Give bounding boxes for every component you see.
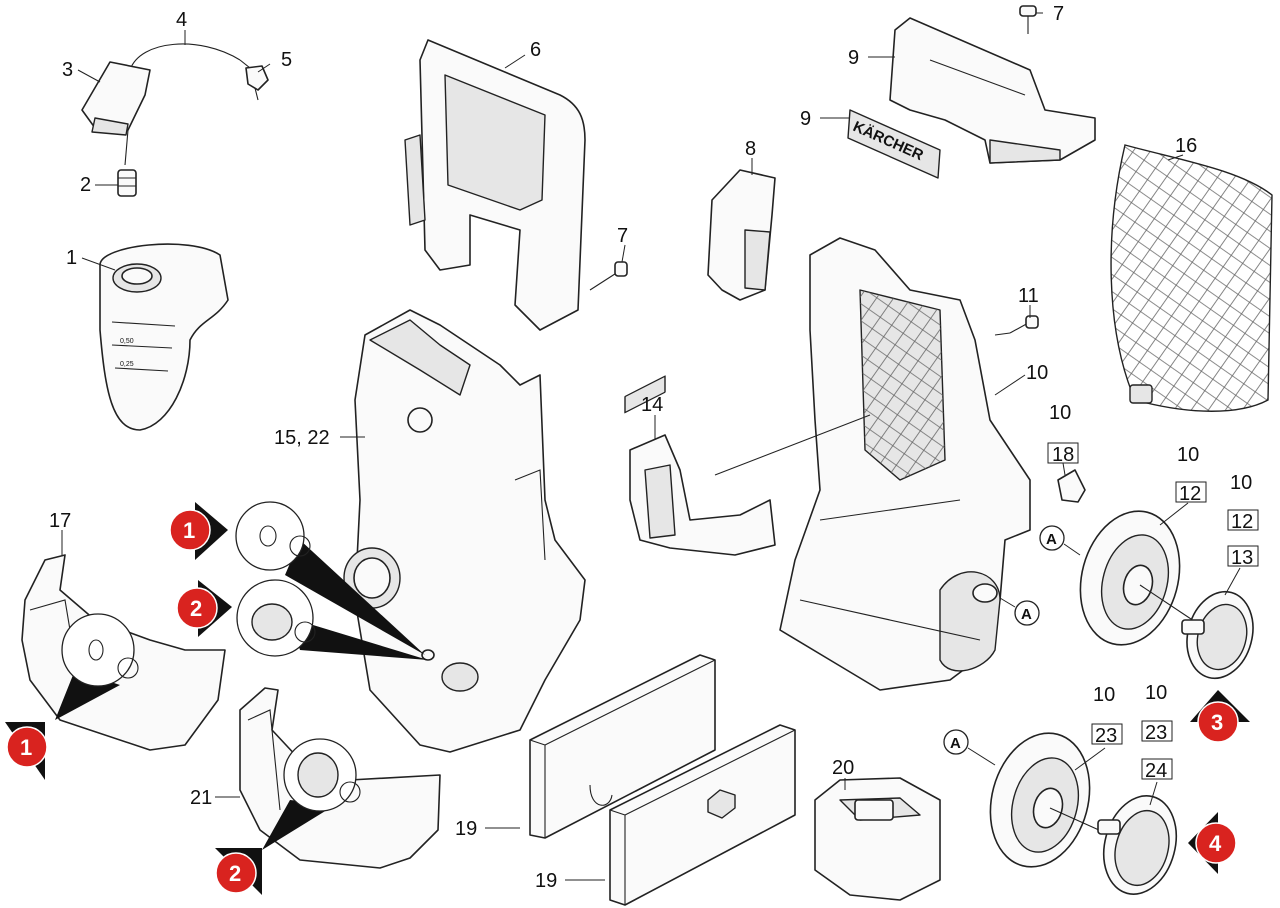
part-packaging-lower (609, 724, 796, 906)
part-brand-badge: KÄRCHER (847, 109, 941, 179)
part-screw-top (1019, 5, 1037, 34)
label-part-19-lower: 19 (535, 870, 557, 892)
badge-3-text: 3 (1211, 710, 1223, 735)
marker-a-2 (1014, 600, 1040, 626)
part-screw-middle (589, 261, 628, 291)
label-part-17: 17 (49, 510, 71, 532)
marker-a-3 (943, 729, 969, 755)
badge-2-top-text: 2 (190, 596, 202, 621)
label-part-8: 8 (745, 138, 756, 160)
label-part-23-b: 23 (1145, 722, 1167, 744)
part-clip-18 (1057, 469, 1086, 503)
assembly-markers: A A A (943, 525, 1081, 766)
marker-a-2-text: A (1021, 606, 1032, 623)
part-number-labels: 4 3 5 2 1 6 7 8 7 9 9 16 11 10 14 15, 22… (49, 3, 1259, 892)
part-hose-assembly (81, 43, 269, 166)
label-part-9-top: 9 (848, 47, 859, 69)
label-part-3: 3 (62, 59, 73, 81)
label-part-10-a: 10 (1026, 362, 1048, 384)
part-mesh-screen (1110, 144, 1273, 412)
box-part-12-a (1175, 481, 1207, 503)
label-part-6: 6 (530, 39, 541, 61)
box-part-13 (1227, 545, 1259, 567)
badge-4-text: 4 (1209, 831, 1222, 856)
label-part-10-d: 10 (1230, 472, 1252, 494)
label-part-4: 4 (176, 9, 187, 31)
label-part-14: 14 (641, 394, 663, 416)
label-part-9-badge: 9 (800, 108, 811, 130)
label-part-24: 24 (1145, 760, 1167, 782)
box-part-18 (1047, 442, 1079, 464)
label-part-10-e: 10 (1093, 684, 1115, 706)
part-packaging-upper (529, 375, 716, 839)
badge-1-top: 1 (169, 502, 228, 560)
label-part-20: 20 (832, 757, 854, 779)
label-part-18: 18 (1052, 444, 1074, 466)
part-push-handle (404, 39, 586, 331)
part-clip-8 (707, 169, 776, 301)
detail-zoom-1 (235, 501, 425, 655)
badge-4: 4 (1188, 812, 1237, 874)
label-part-12-a: 12 (1179, 483, 1201, 505)
label-part-10-c: 10 (1177, 444, 1199, 466)
detail-zoom-4 (262, 738, 361, 850)
part-hubcap-right (1181, 590, 1254, 680)
label-part-15-22: 15, 22 (274, 427, 330, 449)
detail-zoom-2 (236, 579, 428, 660)
box-part-12-b (1227, 509, 1259, 531)
label-part-10-b: 10 (1049, 402, 1071, 424)
badge-2-top: 2 (176, 580, 232, 637)
part-hubcap-left (1097, 795, 1177, 895)
part-main-housing (343, 309, 586, 753)
gauge-mark-025: 0,25 (120, 361, 134, 368)
part-nozzle (117, 169, 137, 197)
marker-a-1 (1039, 525, 1065, 551)
label-part-13: 13 (1231, 547, 1253, 569)
marker-a-3-text: A (950, 735, 961, 752)
part-wheel-left (989, 732, 1111, 868)
box-part-24 (1141, 758, 1173, 780)
label-part-5: 5 (281, 49, 292, 71)
badge-3: 3 (1190, 690, 1250, 743)
leader-lines (61, 12, 1241, 881)
detail-zoom-3 (55, 613, 139, 720)
label-part-21: 21 (190, 787, 212, 809)
label-part-12-b: 12 (1231, 511, 1253, 533)
label-part-1: 1 (66, 247, 77, 269)
part-holder-20 (814, 777, 941, 901)
label-part-10-f: 10 (1145, 682, 1167, 704)
part-screw-11 (1009, 315, 1039, 334)
part-bracket-14 (629, 434, 776, 556)
gauge-mark-050: 0,50 (120, 338, 134, 345)
label-part-16: 16 (1175, 135, 1197, 157)
label-part-7-middle: 7 (617, 225, 628, 247)
box-part-23-a (1091, 723, 1123, 745)
badge-1-top-text: 1 (183, 518, 195, 543)
label-part-23-a: 23 (1095, 725, 1117, 747)
label-part-2: 2 (80, 174, 91, 196)
part-chassis-frame (779, 237, 1031, 691)
part-detergent-tank: 0,50 0,25 (99, 243, 229, 431)
badge-2-bottom: 2 (215, 848, 262, 895)
part-top-cover (889, 17, 1096, 164)
box-part-23-b (1141, 720, 1173, 742)
badge-2-bottom-text: 2 (229, 861, 241, 886)
part-wheel-right (1079, 510, 1201, 646)
label-part-19-upper: 19 (455, 818, 477, 840)
marker-a-1-text: A (1046, 531, 1057, 548)
badge-1-left: 1 (5, 722, 48, 780)
label-part-11: 11 (1018, 285, 1039, 307)
badge-1-left-text: 1 (20, 735, 32, 760)
label-part-7-top: 7 (1053, 3, 1064, 25)
